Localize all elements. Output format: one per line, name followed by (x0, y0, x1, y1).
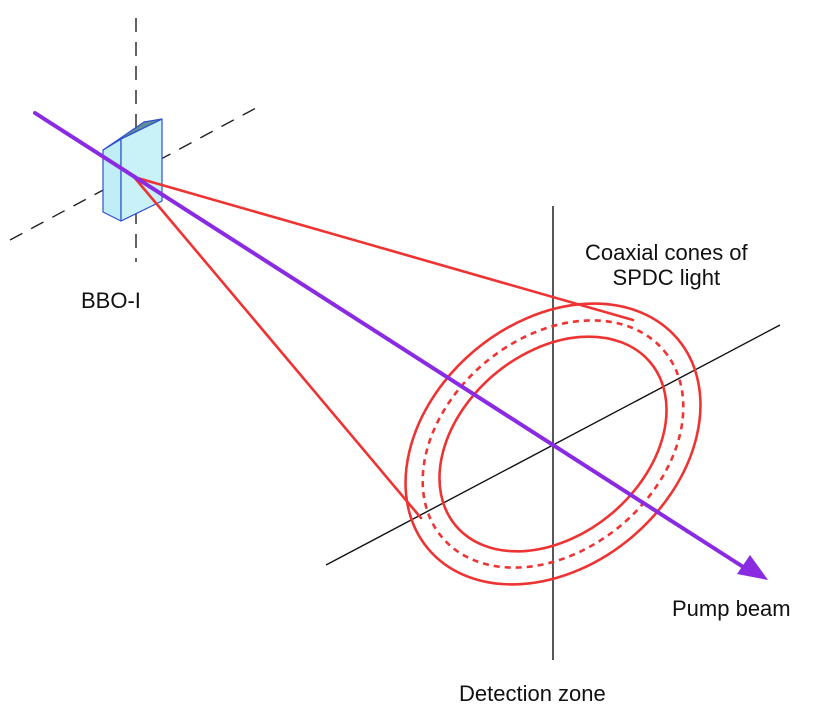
pump-beam-line (33, 111, 750, 572)
pump-beam (33, 111, 768, 580)
crystal-front-face (102, 138, 122, 222)
pump-beam-label: Pump beam (672, 596, 791, 621)
cone-lower-edge (132, 175, 423, 520)
middle-dashed-ring (421, 319, 685, 569)
cones-label-line2: SPDC light (612, 265, 721, 291)
detection-zone-label: Detection zone (459, 681, 606, 706)
inner-ring (438, 335, 668, 553)
cone-upper-edge (132, 175, 635, 322)
spdc-cone-lines (132, 175, 635, 520)
pump-beam-arrowhead (737, 555, 768, 580)
cones-label-line1: Coaxial cones of (585, 240, 748, 265)
crystal-top-face (102, 118, 163, 151)
crystal-label: BBO-I (81, 288, 141, 313)
spdc-rings (404, 302, 702, 586)
bbo-crystal (102, 118, 163, 222)
cones-label: Coaxial cones of SPDC light (585, 240, 748, 291)
outer-ring (404, 302, 702, 586)
